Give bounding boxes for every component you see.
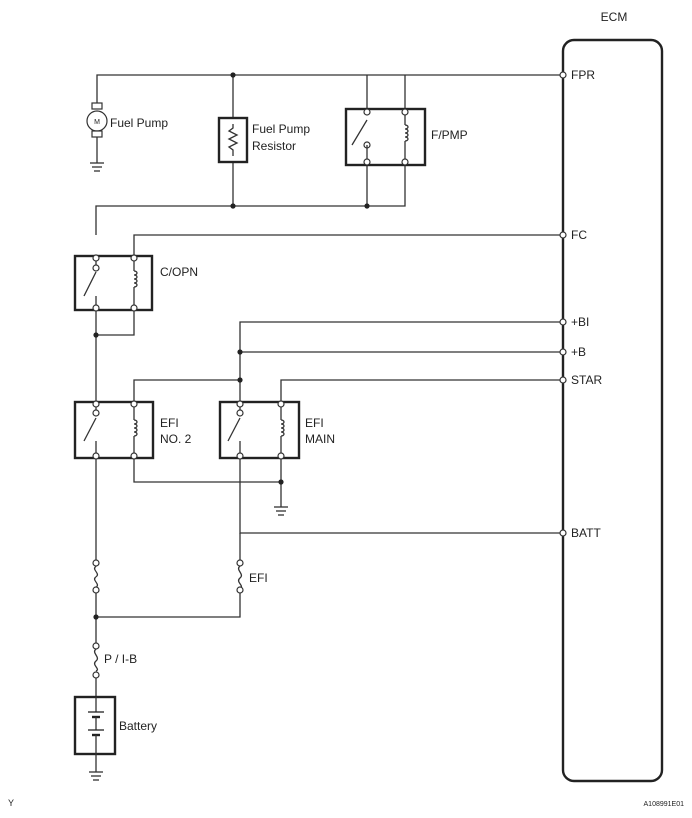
resistor-label-2: Resistor — [252, 139, 296, 153]
ground-symbol-battery — [89, 754, 103, 781]
fpmp-relay — [344, 107, 427, 167]
fuse-left — [92, 559, 100, 594]
pin-terminal-fc — [559, 231, 567, 239]
battery-label: Battery — [119, 719, 157, 733]
pin-label-fpr: FPR — [571, 68, 595, 82]
efi-no2-label-1: EFI — [160, 416, 179, 430]
wire-star — [280, 379, 563, 402]
copn-label: C/OPN — [160, 265, 198, 279]
junction-dot — [93, 332, 99, 338]
wire-copn-bottom — [95, 311, 135, 336]
junction-dot — [93, 614, 99, 620]
pin-terminal-batt — [559, 529, 567, 537]
motor-symbol: M — [94, 119, 100, 126]
wire-batt — [239, 459, 563, 534]
fuse-efi — [236, 559, 244, 594]
wire-bi — [239, 321, 563, 352]
wire-coil-ground — [133, 459, 282, 483]
pin-label-fc: FC — [571, 228, 587, 242]
ecm-title: ECM — [601, 10, 628, 24]
wire-fc — [133, 234, 563, 256]
fpmp-label: F/PMP — [431, 128, 468, 142]
pin-terminal-b — [559, 348, 567, 356]
battery — [73, 695, 117, 756]
junction-dot — [230, 72, 236, 78]
pin-label-batt: BATT — [571, 526, 601, 540]
efi-no2-label-2: NO. 2 — [160, 432, 192, 446]
copn-relay — [73, 254, 154, 312]
footer-left-mark: Y — [8, 798, 14, 808]
efi-main-label-2: MAIN — [305, 432, 335, 446]
pin-label-star: STAR — [571, 373, 602, 387]
efi-fuse-label: EFI — [249, 571, 268, 585]
junction-dot — [237, 349, 243, 355]
wire-fpmp-bottom — [95, 165, 406, 235]
pin-label-bi: +BI — [571, 315, 589, 329]
pin-terminal-fpr — [559, 71, 567, 79]
ecm-block — [561, 38, 664, 783]
resistor-label-1: Fuel Pump — [252, 122, 310, 136]
pin-terminal-bi — [559, 318, 567, 326]
efi-no2-relay — [73, 400, 155, 460]
wire-fuse-join — [95, 593, 241, 618]
pib-fuse-label: P / I-B — [104, 652, 137, 666]
fuel-pump-label: Fuel Pump — [110, 116, 168, 130]
ground-symbol-coils — [274, 482, 288, 516]
junction-dot — [230, 203, 236, 209]
junction-dot — [364, 203, 370, 209]
efi-main-relay — [218, 400, 301, 460]
efi-main-label-1: EFI — [305, 416, 324, 430]
pin-label-b: +B — [571, 345, 586, 359]
fuel-pump-motor: M — [86, 102, 108, 172]
junction-dot — [278, 479, 284, 485]
figure-id: A108991E01 — [644, 801, 685, 808]
wire-efi2-coil-top — [133, 379, 240, 402]
fuse-pib — [92, 642, 100, 679]
fuel-pump-resistor — [217, 116, 249, 164]
pin-terminal-star — [559, 376, 567, 384]
wire-fpr-top — [96, 74, 563, 103]
junction-dot — [237, 377, 243, 383]
